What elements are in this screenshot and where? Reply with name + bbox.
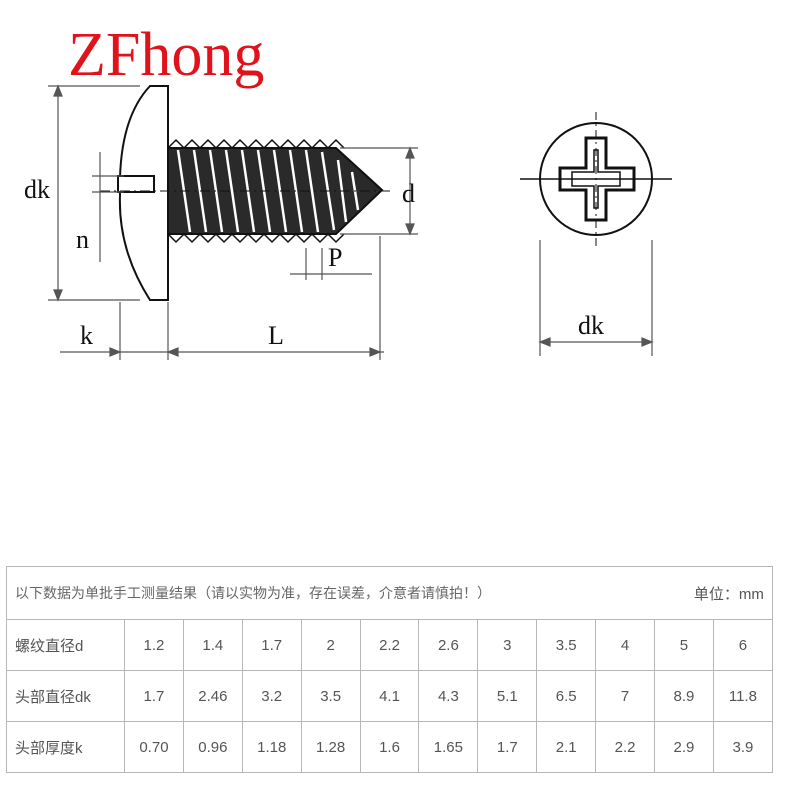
spec-unit: 单位：mm [693, 586, 764, 603]
table-cell: 3.9 [712, 721, 773, 773]
table-cell: 3.5 [300, 670, 361, 722]
screw-technical-drawing: dk n d P k L dk [24, 84, 672, 360]
table-cell: 1.7 [477, 721, 538, 773]
table-cell: 6 [712, 619, 773, 671]
table-cell: 3 [477, 619, 538, 671]
table-cell: 0.70 [124, 721, 184, 773]
label-dk-top: dk [578, 311, 604, 340]
table-cell: 2.1 [536, 721, 597, 773]
table-cell: 7 [595, 670, 656, 722]
table-cell: 1.7 [124, 670, 184, 722]
brand-logo-text: ZFhong [68, 21, 265, 89]
label-dk-side: dk [24, 175, 50, 204]
label-n: n [76, 225, 89, 254]
table-cell: 5.1 [477, 670, 538, 722]
table-cell: 3.2 [241, 670, 302, 722]
table-cell: 4.3 [418, 670, 479, 722]
table-cell: 2 [300, 619, 361, 671]
table-cell: 1.6 [359, 721, 420, 773]
table-cell: 0.96 [182, 721, 243, 773]
table-cell: 1.18 [241, 721, 302, 773]
table-cell: 2.9 [654, 721, 714, 773]
table-cell: 4 [595, 619, 656, 671]
row-label: 头部厚度k [6, 721, 125, 773]
phillips-cross-recess [558, 136, 636, 222]
table-cell: 2.2 [595, 721, 656, 773]
table-cell: 4.1 [359, 670, 420, 722]
table-cell: 6.5 [536, 670, 597, 722]
table-cell: 11.8 [712, 670, 773, 722]
table-cell: 1.2 [124, 619, 184, 671]
label-d: d [402, 179, 415, 208]
table-cell: 1.4 [182, 619, 243, 671]
table-cell: 1.7 [241, 619, 302, 671]
table-cell: 2.6 [418, 619, 479, 671]
head-slot [117, 175, 155, 193]
spec-table: 以下数据为单批手工测量结果（请以实物为准，存在误差，介意者请慎拍！） 单位：mm… [6, 566, 773, 773]
screw-head-profile [118, 85, 169, 301]
label-p: P [328, 243, 342, 272]
spec-note-row: 以下数据为单批手工测量结果（请以实物为准，存在误差，介意者请慎拍！） 单位：mm [6, 566, 773, 620]
table-cell: 2.2 [359, 619, 420, 671]
label-k: k [80, 321, 93, 350]
table-cell: 1.65 [418, 721, 479, 773]
table-cell: 2.46 [182, 670, 243, 722]
row-label: 头部直径dk [6, 670, 125, 722]
table-cell: 5 [654, 619, 714, 671]
table-cell: 1.28 [300, 721, 361, 773]
label-L: L [268, 321, 284, 350]
spec-note: 以下数据为单批手工测量结果（请以实物为准，存在误差，介意者请慎拍！） [15, 585, 491, 601]
table-cell: 3.5 [536, 619, 597, 671]
row-label: 螺纹直径d [6, 619, 125, 671]
table-cell: 8.9 [654, 670, 714, 722]
